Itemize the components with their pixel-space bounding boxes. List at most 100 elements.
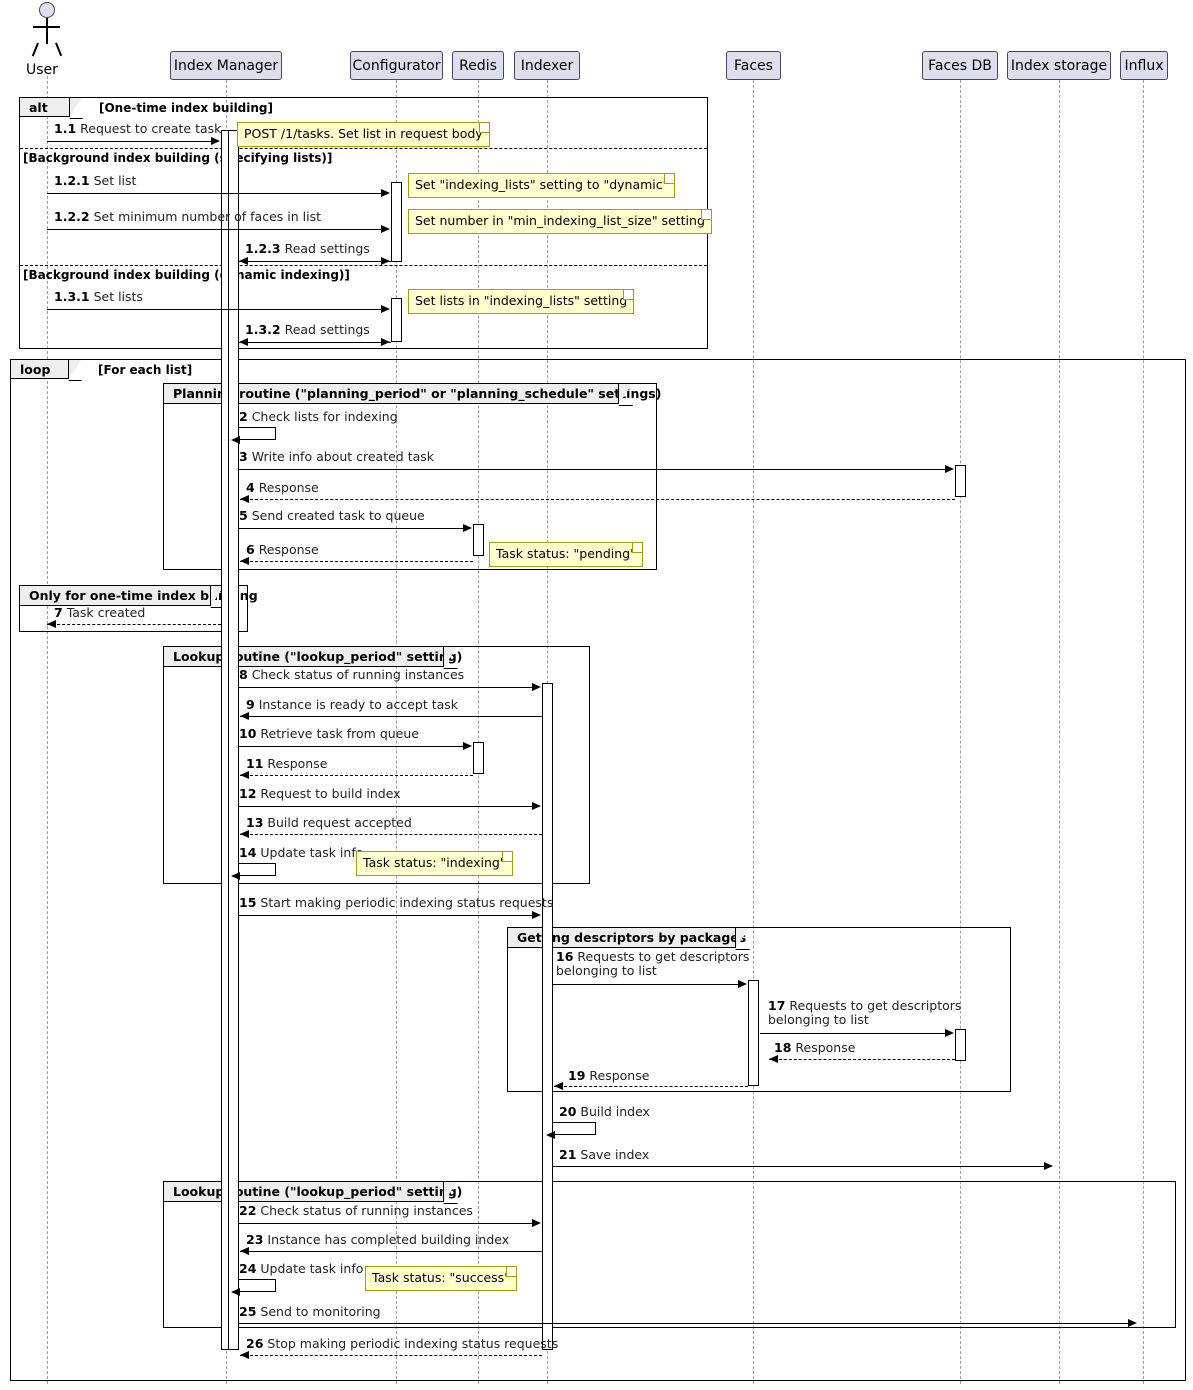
activation-faces-msg16 <box>748 980 759 1086</box>
message-line-5 <box>239 528 464 529</box>
message-line-16 <box>553 984 739 985</box>
message-number-7: 7 <box>54 605 63 620</box>
actor-user-leg-left <box>31 42 39 57</box>
message-arrow-left-1-2-3 <box>239 257 248 265</box>
participant-redis[interactable]: Redis <box>452 51 504 80</box>
participant-configurator[interactable]: Configurator <box>350 51 443 80</box>
message-label-1-1: 1.1 Request to create task <box>54 121 222 136</box>
message-number-20: 20 <box>559 1104 577 1119</box>
message-line-23 <box>240 1251 542 1252</box>
frame-one-time-tab-notch <box>211 586 224 606</box>
message-number-3: 3 <box>239 449 248 464</box>
message-label-23: 23 Instance has completed building index <box>246 1232 510 1247</box>
message-text-1-2-1: Set list <box>93 173 137 188</box>
participant-label-user: User <box>26 62 58 78</box>
message-arrow-12 <box>532 802 541 810</box>
message-label-26: 26 Stop making periodic indexing status … <box>246 1336 558 1351</box>
frame-one-time-index-building <box>19 585 248 632</box>
message-line-11 <box>240 775 473 776</box>
message-number-1-3-2: 1.3.2 <box>245 322 281 337</box>
activation-indexer-main <box>542 683 553 1350</box>
message-label-24: 24 Update task info <box>239 1261 364 1276</box>
message-arrow-11 <box>240 771 249 779</box>
message-label-14: 14 Update task info <box>239 845 363 860</box>
message-arrow-right-1-3-2 <box>381 338 390 346</box>
message-arrow-16 <box>738 980 747 988</box>
message-arrow-4 <box>240 495 249 503</box>
frame-loop <box>10 359 1186 1381</box>
participant-indexer[interactable]: Indexer <box>514 51 580 80</box>
activation-faces-db-msg3 <box>955 465 966 497</box>
frame-one-time-tab: Only for one-time index building <box>20 586 258 606</box>
message-text-24: Update task info <box>260 1261 364 1276</box>
note-indexing-lists-dynamic: Set "indexing_lists" setting to "dynamic… <box>408 173 676 198</box>
message-line-1-2-2 <box>47 229 382 230</box>
message-label-25: 25 Send to monitoring <box>239 1304 381 1319</box>
frame-descriptors-tab: Getting descriptors by packages <box>508 928 746 948</box>
participant-faces[interactable]: Faces <box>726 51 781 80</box>
message-arrow-left-1-3-2 <box>239 338 248 346</box>
frame-alt-tab-notch <box>70 98 82 117</box>
note-set-lists-indexing-lists: Set lists in "indexing_lists" setting <box>408 289 635 314</box>
message-arrow-26 <box>240 1351 249 1359</box>
message-line-3 <box>239 469 946 470</box>
frame-alt-tab: alt <box>20 98 70 117</box>
message-text-1-2-2: Set minimum number of faces in list <box>93 209 321 224</box>
message-number-10: 10 <box>239 726 257 741</box>
message-number-13: 13 <box>246 815 264 830</box>
frame-alt-condition-3: [Background index building (dynamic inde… <box>23 268 350 282</box>
note-task-status-pending: Task status: "pending" <box>489 542 643 567</box>
message-text-23: Instance has completed building index <box>267 1232 510 1247</box>
message-number-25: 25 <box>239 1304 257 1319</box>
lifeline-influx <box>1143 80 1144 1384</box>
frame-alt-condition-2: [Background index building (specifying l… <box>23 151 333 165</box>
message-label-1-2-2: 1.2.2 Set minimum number of faces in lis… <box>54 209 321 224</box>
message-line-21 <box>553 1166 1045 1167</box>
message-arrow-21 <box>1044 1162 1053 1170</box>
participant-influx[interactable]: Influx <box>1120 51 1168 80</box>
message-text-12: Request to build index <box>260 786 401 801</box>
lifeline-configurator <box>396 80 397 1384</box>
participant-index-storage[interactable]: Index storage <box>1007 51 1111 80</box>
message-text-8: Check status of running instances <box>251 667 465 682</box>
lifeline-faces-db <box>960 80 961 1384</box>
activation-index-manager-inner <box>228 130 239 1350</box>
activation-configurator-1 <box>391 182 402 262</box>
message-arrow-22 <box>532 1219 541 1227</box>
message-label-1-2-3: 1.2.3 Read settings <box>245 241 370 256</box>
message-label-6: 6 Response <box>246 542 319 557</box>
message-text-15: Start making periodic indexing status re… <box>260 895 554 910</box>
message-number-19: 19 <box>568 1068 586 1083</box>
message-arrow-5 <box>463 524 472 532</box>
message-number-14: 14 <box>239 845 257 860</box>
message-label-18: 18 Response <box>774 1040 855 1055</box>
frame-loop-tab-notch <box>69 360 81 379</box>
actor-user-body <box>46 18 48 44</box>
message-text-20: Build index <box>580 1104 650 1119</box>
message-arrow-6 <box>240 557 249 565</box>
message-arrow-2 <box>231 436 240 444</box>
note-post-tasks: POST /1/tasks. Set list in request body <box>237 122 490 147</box>
message-line-1-1 <box>47 141 212 142</box>
message-number-16: 16 <box>556 949 574 964</box>
message-label-8: 8 Check status of running instances <box>239 667 465 682</box>
participant-index-manager[interactable]: Index Manager <box>170 51 282 80</box>
message-label-22: 22 Check status of running instances <box>239 1203 473 1218</box>
message-arrow-18 <box>769 1055 778 1063</box>
message-selfloop-2 <box>239 427 276 440</box>
message-number-11: 11 <box>246 756 264 771</box>
message-text-1-1: Request to create task <box>80 121 222 136</box>
message-text-6: Response <box>258 542 319 557</box>
actor-user-head <box>39 2 55 18</box>
message-text-5: Send created task to queue <box>251 508 425 523</box>
frame-lookup-1-tab-notch <box>444 647 457 667</box>
message-selfloop-14 <box>239 863 276 876</box>
message-number-21: 21 <box>559 1147 577 1162</box>
message-line-4 <box>240 499 955 500</box>
frame-planning-routine-tab: Planning routine ("planning_period" or "… <box>164 384 661 404</box>
participant-faces-db[interactable]: Faces DB <box>922 51 998 80</box>
message-arrow-20 <box>546 1131 555 1139</box>
message-number-12: 12 <box>239 786 257 801</box>
